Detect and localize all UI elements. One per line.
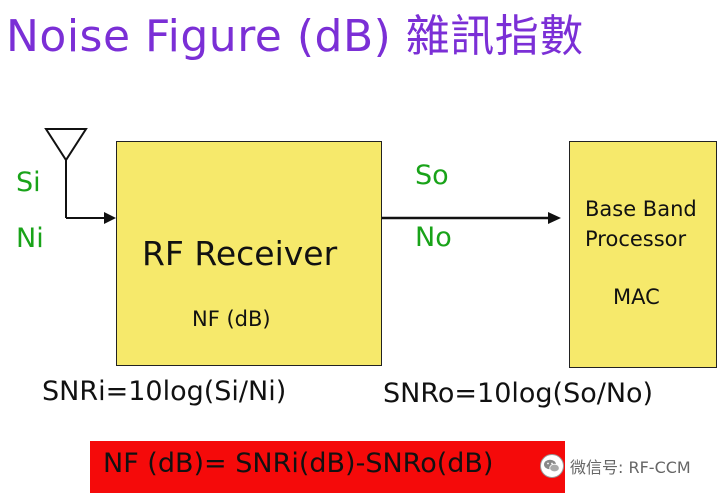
input-arrow bbox=[66, 212, 116, 224]
antenna-icon bbox=[44, 128, 88, 218]
baseband-processor-block bbox=[569, 141, 717, 368]
rf-receiver-block bbox=[116, 141, 382, 366]
nf-formula: NF (dB)= SNRi(dB)-SNRo(dB) bbox=[103, 448, 494, 479]
output-arrow bbox=[382, 212, 561, 224]
watermark-text: 微信号: RF-CCM bbox=[570, 458, 691, 477]
snri-equation: SNRi=10log(Si/Ni) bbox=[42, 376, 287, 407]
snro-equation: SNRo=10log(So/No) bbox=[383, 378, 654, 409]
nf-formula-highlight bbox=[90, 441, 565, 493]
output-signal-so: So bbox=[415, 160, 449, 191]
baseband-label-line1: Base Band bbox=[585, 197, 697, 221]
baseband-label-line2: Processor bbox=[585, 227, 687, 251]
rf-receiver-label: RF Receiver bbox=[142, 234, 338, 273]
wechat-icon bbox=[540, 454, 564, 478]
output-noise-no: No bbox=[415, 222, 452, 253]
rf-receiver-nf-label: NF (dB) bbox=[192, 307, 271, 331]
input-signal-si: Si bbox=[16, 167, 41, 198]
input-noise-ni: Ni bbox=[16, 223, 44, 254]
page-title: Noise Figure (dB) 雜訊指數 bbox=[6, 11, 584, 62]
watermark: 微信号: RF-CCM bbox=[540, 454, 691, 478]
baseband-mac-label: MAC bbox=[613, 285, 660, 309]
